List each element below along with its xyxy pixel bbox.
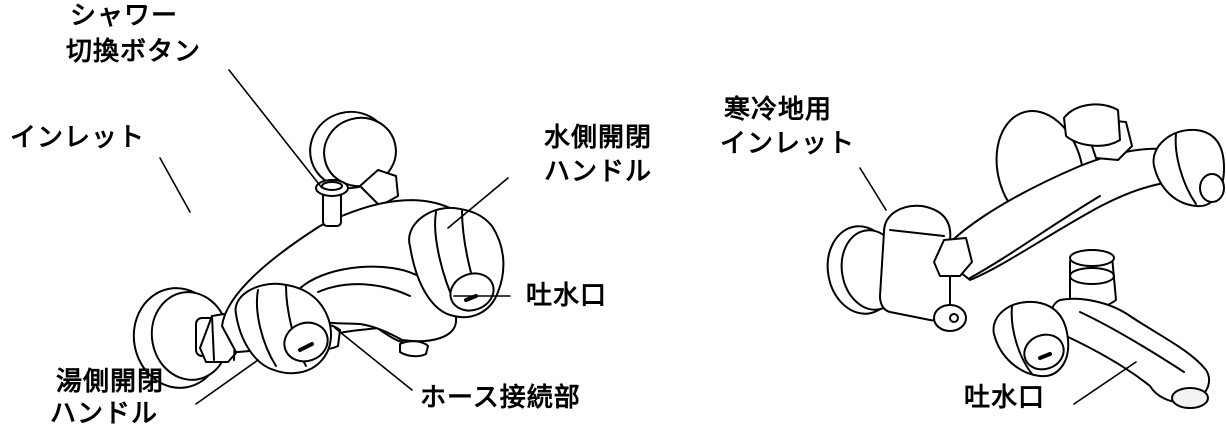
- label-right-spout: 吐水口: [964, 383, 1046, 413]
- cold-handle: [408, 206, 505, 319]
- label-cold-region-inlet-line2: インレット: [720, 129, 856, 159]
- label-hot-handle-line2: ハンドル: [50, 399, 159, 429]
- leader-right-spout: [1073, 361, 1137, 405]
- leader-cold-handle: [447, 177, 509, 229]
- left-faucet: [132, 110, 505, 389]
- hot-handle: [234, 282, 332, 375]
- cold-region-inlet-body: [879, 204, 967, 332]
- label-cold-handle-line1: 水側開閉: [544, 123, 653, 153]
- right-faucet: [826, 103, 1225, 409]
- label-hose-connection: ホース接続部: [420, 383, 581, 413]
- back-handle: [1063, 103, 1121, 147]
- left-nut: [933, 237, 973, 277]
- center-joint: [1069, 249, 1117, 310]
- label-inlet: インレット: [10, 123, 146, 153]
- leader-hose-connection: [334, 327, 413, 391]
- label-cold-handle-line2: ハンドル: [544, 157, 653, 187]
- leader-inlet: [159, 157, 191, 213]
- label-shower-switch-line2: 切換ボタン: [66, 37, 202, 67]
- front-handle: [992, 300, 1070, 378]
- upper-handle: [1152, 128, 1225, 208]
- spout: [289, 265, 458, 343]
- leader-shower-switch: [228, 69, 323, 189]
- label-cold-region-inlet-line1: 寒冷地用: [724, 95, 833, 125]
- leader-cold-region-inlet: [859, 167, 887, 211]
- shower-switch-button: [315, 179, 349, 227]
- right-spout: [1050, 297, 1211, 404]
- leader-hot-handle: [195, 359, 259, 405]
- label-spout: 吐水口: [526, 281, 608, 311]
- right-inlet-nut: [359, 169, 399, 207]
- label-shower-switch-line1: シャワー: [70, 1, 179, 31]
- label-hot-handle-line1: 湯側開閉: [56, 367, 165, 397]
- leader-lines: [159, 69, 1137, 405]
